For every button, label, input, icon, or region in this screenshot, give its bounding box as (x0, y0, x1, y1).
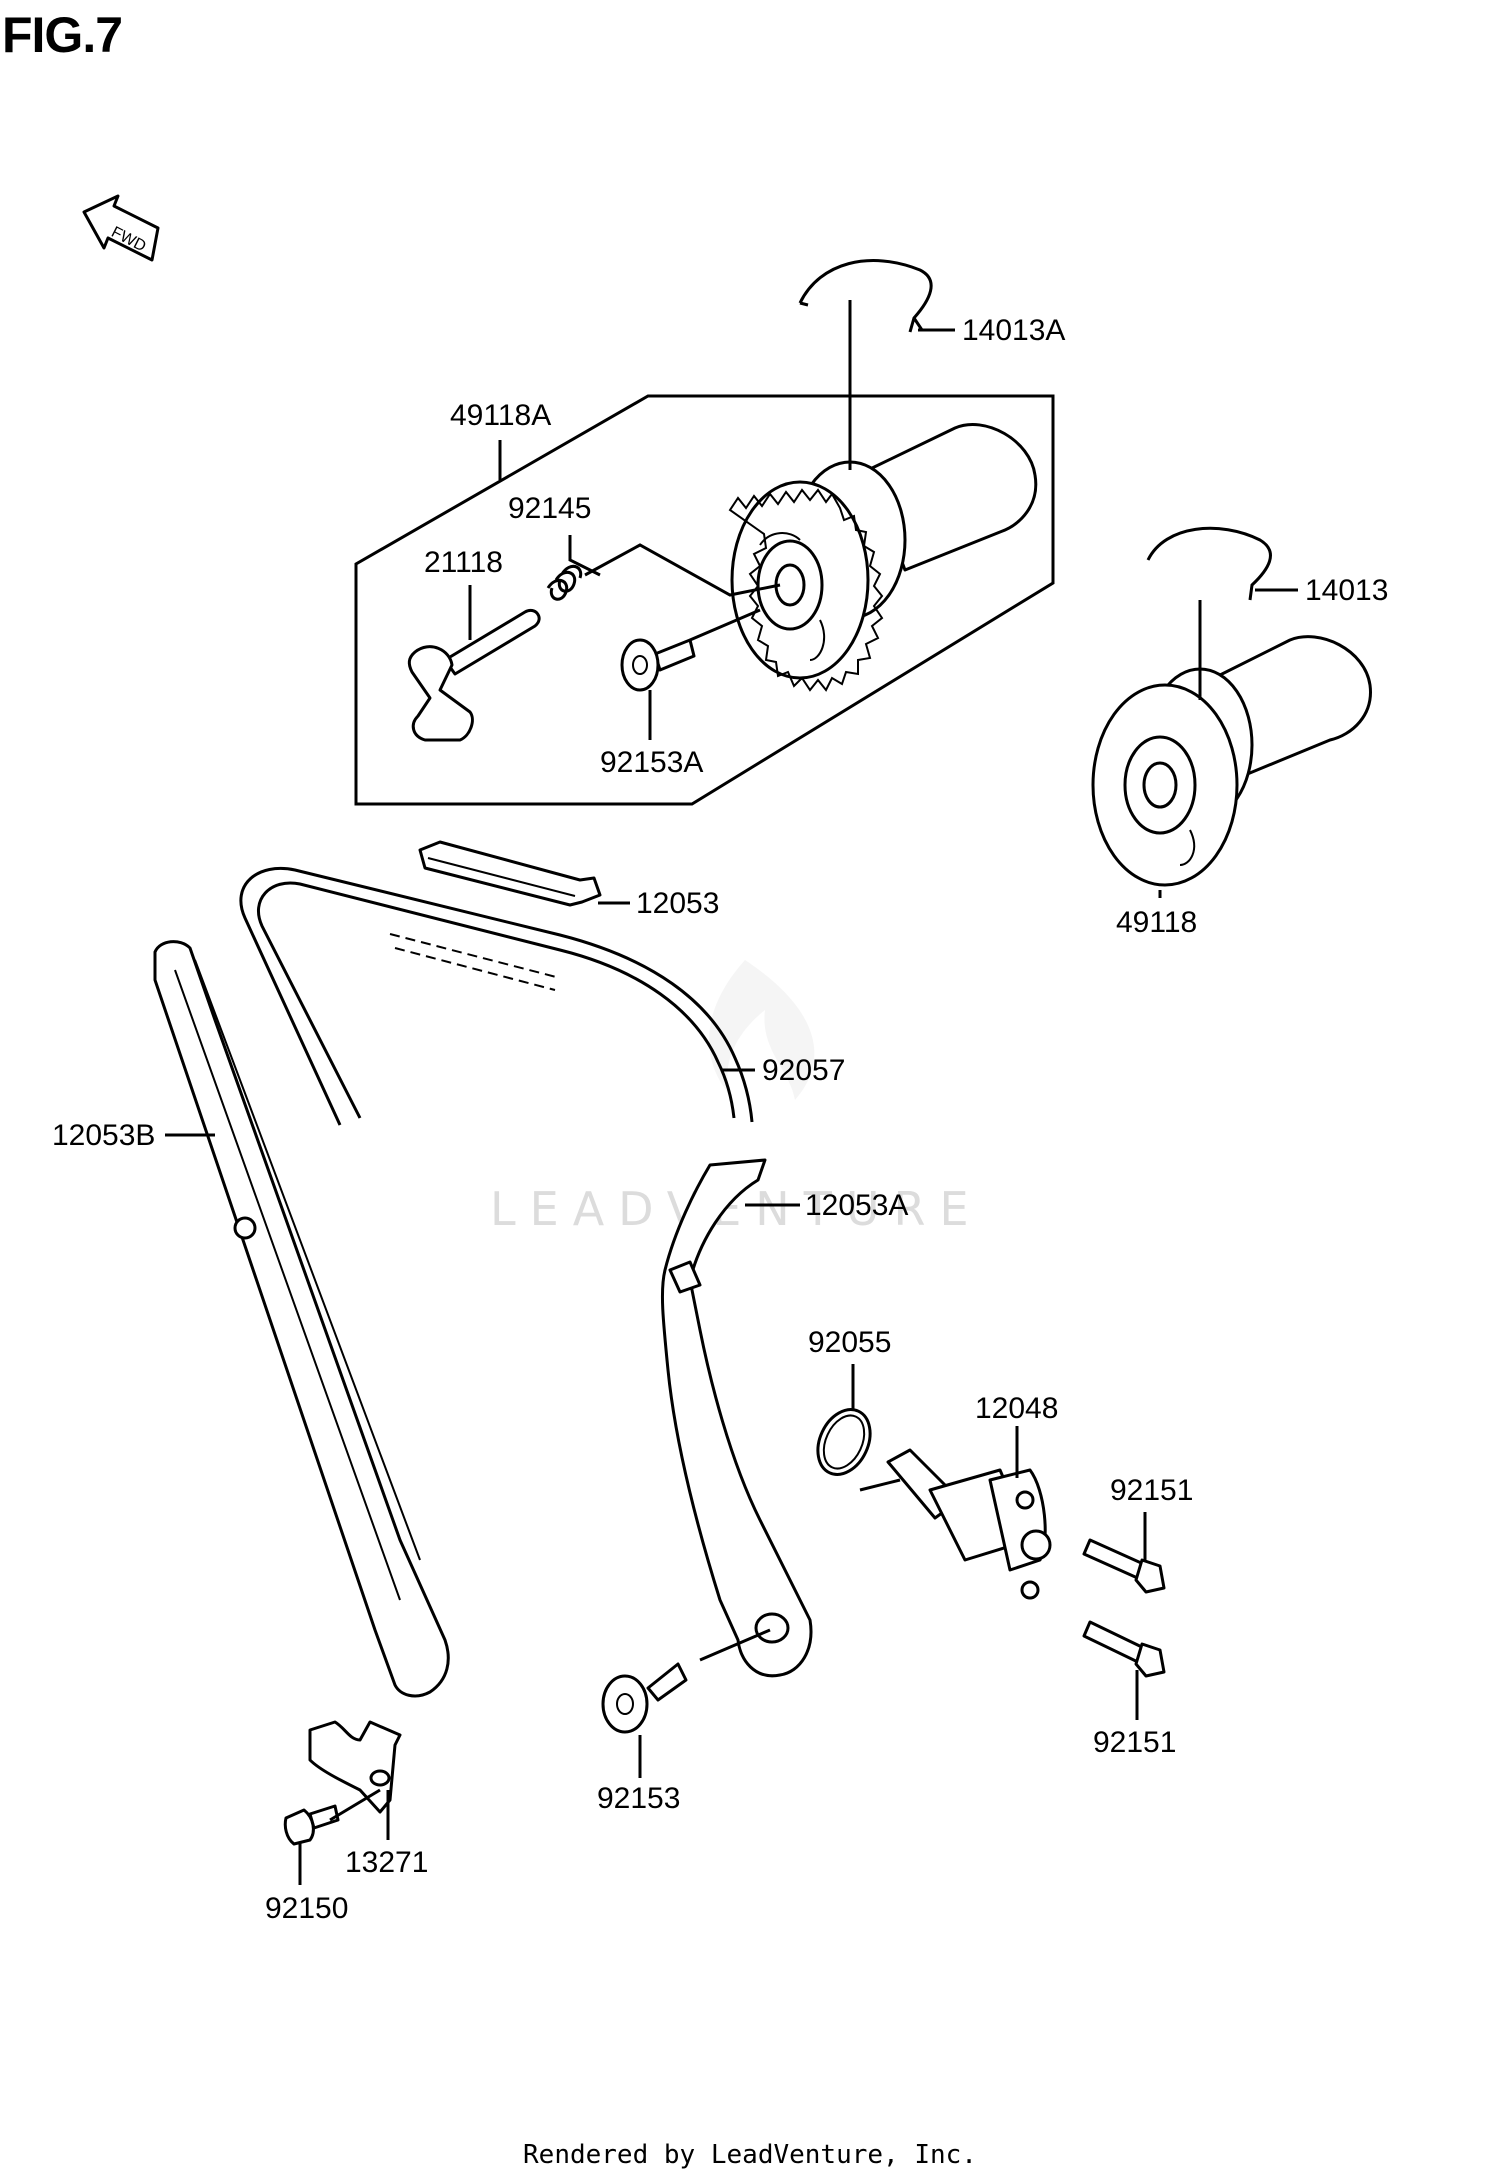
leader-lines (165, 300, 1298, 1885)
assembly-box-49118A (354, 394, 1055, 806)
chain-guide-12053B (153, 940, 450, 1698)
footer-credit: Rendered by LeadVenture, Inc. (523, 2140, 977, 2170)
label-21118: 21118 (424, 546, 503, 579)
label-49118A: 49118A (450, 399, 551, 432)
label-92151-upper: 92151 (1110, 1474, 1193, 1507)
watermark-logo (709, 960, 815, 1100)
label-92145: 92145 (508, 492, 591, 525)
label-92150: 92150 (265, 1892, 348, 1925)
label-92153: 92153 (597, 1782, 680, 1815)
bolt-92153 (601, 1662, 688, 1734)
figure-title: FIG.7 (2, 7, 123, 63)
label-49118: 49118 (1116, 906, 1197, 939)
bolt-92151-lower (1082, 1620, 1166, 1678)
label-92151-lower: 92151 (1093, 1726, 1176, 1759)
camshaft-49118 (1091, 635, 1372, 887)
plate-13271 (308, 1720, 402, 1814)
label-92153A: 92153A (600, 746, 703, 779)
cam-chain-92057 (239, 867, 754, 1126)
label-92055: 92055 (808, 1326, 891, 1359)
label-12048: 12048 (975, 1392, 1058, 1425)
spring-92145 (546, 564, 583, 601)
label-13271: 13271 (345, 1846, 428, 1879)
tensioner-12048 (859, 1448, 1052, 1600)
label-14013: 14013 (1305, 574, 1388, 607)
label-12053: 12053 (636, 887, 719, 920)
fwd-arrow-icon: FWD (82, 194, 160, 262)
chain-guide-12053 (418, 840, 602, 907)
circlip-14013 (1146, 526, 1272, 601)
o-ring-92055 (816, 1408, 872, 1476)
label-14013A: 14013A (962, 314, 1065, 347)
bolt-92150 (283, 1804, 340, 1846)
lever-21118 (407, 609, 541, 742)
label-12053B: 12053B (52, 1119, 155, 1152)
camshaft-49118A (728, 423, 1038, 692)
chain-tensioner-guide-12053A (660, 1158, 813, 1678)
bolt-92151-upper (1082, 1538, 1166, 1594)
label-12053A: 12053A (805, 1189, 908, 1222)
bolt-92153A (620, 638, 696, 692)
label-92057: 92057 (762, 1054, 845, 1087)
circlip-14013A (798, 259, 933, 333)
